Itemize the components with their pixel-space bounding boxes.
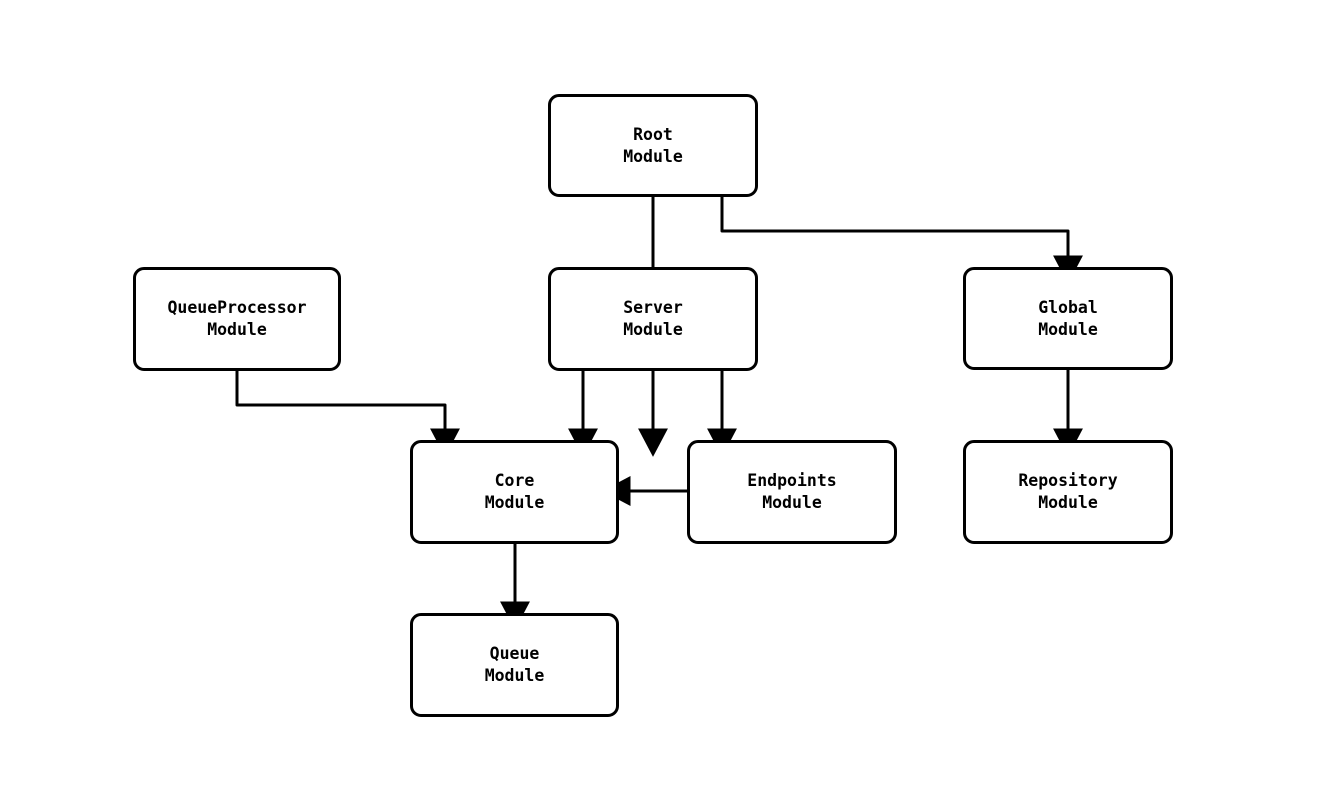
edge-queueprocessor-to-core	[235, 371, 460, 457]
node-core-module[interactable]: Core Module	[410, 440, 619, 544]
node-label-core-module: Core Module	[484, 471, 545, 512]
node-label-queueprocessor-module: QueueProcessor Module	[167, 298, 307, 339]
node-root-module[interactable]: Root Module	[548, 94, 758, 197]
node-queueprocessor-module[interactable]: QueueProcessor Module	[133, 267, 341, 371]
node-label-global-module: Global Module	[1038, 297, 1098, 339]
node-label-queue-module: Queue Module	[484, 644, 545, 685]
node-server-module[interactable]: Server Module	[548, 267, 758, 371]
node-label-repository-module: Repository Module	[1018, 471, 1118, 512]
edge-root-to-global	[720, 197, 1083, 284]
node-queue-module[interactable]: Queue Module	[410, 613, 619, 717]
node-label-root-module: Root Module	[623, 124, 683, 166]
node-label-server-module: Server Module	[623, 298, 683, 339]
node-label-endpoints-module: Endpoints Module	[747, 471, 837, 512]
node-global-module[interactable]: Global Module	[963, 267, 1173, 370]
node-repository-module[interactable]: Repository Module	[963, 440, 1173, 544]
node-endpoints-module[interactable]: Endpoints Module	[687, 440, 897, 544]
